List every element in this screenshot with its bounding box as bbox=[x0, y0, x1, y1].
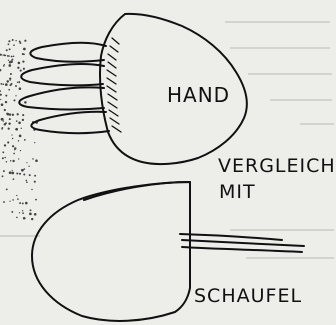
finger-1 bbox=[30, 43, 106, 62]
hand-label: HAND bbox=[167, 85, 230, 105]
shovel-label: SCHAUFEL bbox=[194, 287, 302, 306]
blade-top-edge bbox=[84, 182, 190, 200]
finger-3 bbox=[19, 87, 104, 109]
shovel-handle-3 bbox=[180, 234, 282, 240]
finger-hatching bbox=[107, 38, 121, 132]
shovel-handle-1 bbox=[182, 240, 304, 246]
finger-4 bbox=[31, 112, 109, 133]
shovel-blade bbox=[32, 182, 190, 321]
background-bleedthrough bbox=[0, 22, 334, 258]
with-label: MIT bbox=[219, 183, 256, 202]
stipple-dots bbox=[0, 39, 38, 220]
finger-2 bbox=[21, 64, 104, 85]
compare-label: VERGLEICH bbox=[218, 157, 336, 176]
shovel-handle-2 bbox=[182, 247, 302, 252]
